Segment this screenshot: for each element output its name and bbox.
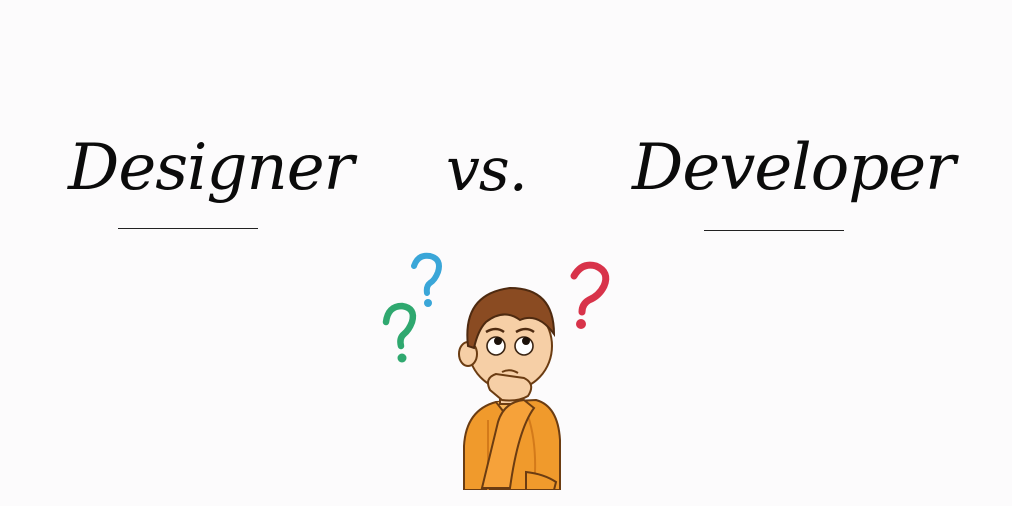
title-versus: vs.: [446, 135, 528, 205]
underline-designer: [118, 228, 258, 229]
question-mark-icon: [570, 261, 610, 329]
question-mark-icon: [382, 302, 417, 363]
title-designer: Designer: [68, 131, 354, 205]
thinking-boy-illustration: [382, 252, 610, 490]
question-mark-icon: [411, 252, 442, 307]
underline-developer: [704, 230, 844, 231]
title-developer: Developer: [632, 131, 956, 205]
boy-figure: [458, 286, 561, 490]
